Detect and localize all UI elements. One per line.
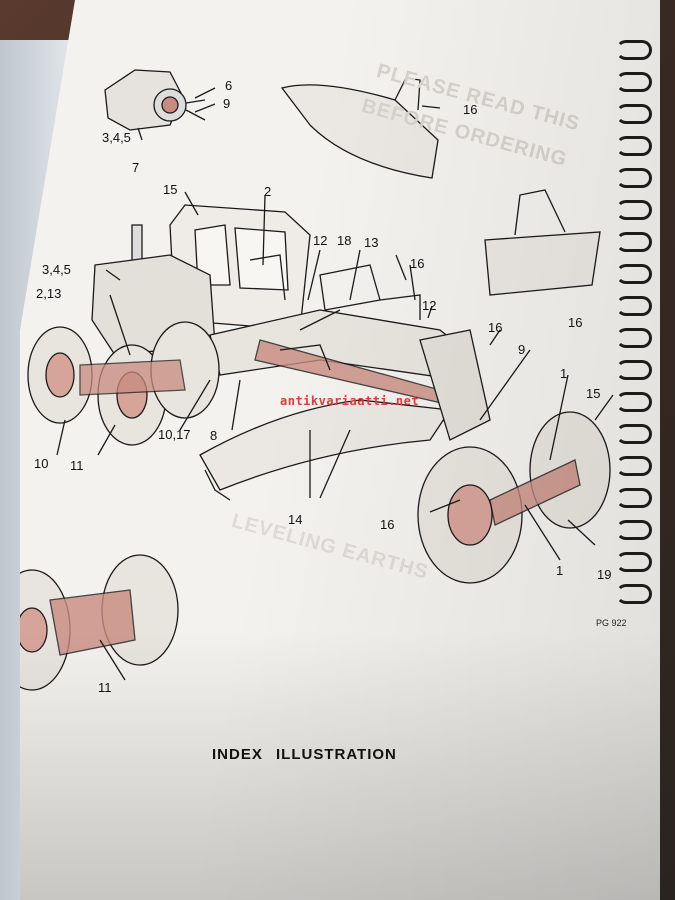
callout-13: 13: [364, 235, 379, 250]
ring: [616, 136, 652, 156]
ring: [616, 264, 652, 284]
callout-2: 2: [264, 184, 272, 199]
callout-2-13: 2,13: [36, 286, 62, 301]
callout-16: 16: [463, 102, 478, 117]
callout-8: 8: [210, 428, 218, 443]
binder-rings: [610, 30, 660, 750]
ring: [616, 296, 652, 316]
ring: [616, 360, 652, 380]
ring: [616, 40, 652, 60]
callout-18: 18: [337, 233, 352, 248]
callout-7: 7: [132, 160, 140, 175]
ring: [616, 456, 652, 476]
ring: [616, 200, 652, 220]
ring: [616, 72, 652, 92]
callout-6: 6: [225, 78, 233, 93]
callout-3-4-5: 3,4,5: [42, 262, 71, 277]
ring: [616, 232, 652, 252]
ring: [616, 392, 652, 412]
ring: [616, 584, 652, 604]
ring: [616, 520, 652, 540]
callout-16: 16: [380, 517, 395, 532]
callout-9: 9: [518, 342, 526, 357]
callout-16: 16: [410, 256, 425, 271]
callout-15: 15: [163, 182, 178, 197]
callout-19: 19: [597, 567, 612, 582]
callout-12: 12: [422, 298, 437, 313]
blade-detail: [280, 84, 439, 179]
machine-illustration: [20, 69, 614, 691]
callout-11: 11: [70, 458, 84, 473]
page-title: INDEX ILLUSTRATION: [212, 746, 397, 763]
callout-10: 10: [34, 456, 49, 471]
callout-15: 15: [586, 386, 601, 401]
moldboard: [199, 399, 452, 491]
ring: [616, 328, 652, 348]
callout-16: 16: [568, 315, 583, 330]
ring: [616, 104, 652, 124]
figure-reference: PG 922: [596, 618, 627, 628]
callout-1: 1: [556, 563, 564, 578]
ring: [616, 488, 652, 508]
callout-12: 12: [313, 233, 328, 248]
ring: [616, 168, 652, 188]
watermark: antikvariaatti.net: [280, 394, 420, 408]
ring: [616, 552, 652, 572]
callout-9: 9: [223, 96, 231, 111]
ring: [616, 424, 652, 444]
callout-11: 11: [98, 680, 112, 695]
callout-14: 14: [288, 512, 303, 527]
callout-3-4-5: 3,4,5: [102, 130, 131, 145]
callout-16: 16: [488, 320, 503, 335]
callout-1: 1: [560, 366, 568, 381]
callout-10-17: 10,17: [158, 427, 191, 442]
dozer-blade: [484, 231, 601, 296]
manual-page: PLEASE READ THIS BEFORE ORDERING LEVELIN…: [20, 0, 660, 900]
